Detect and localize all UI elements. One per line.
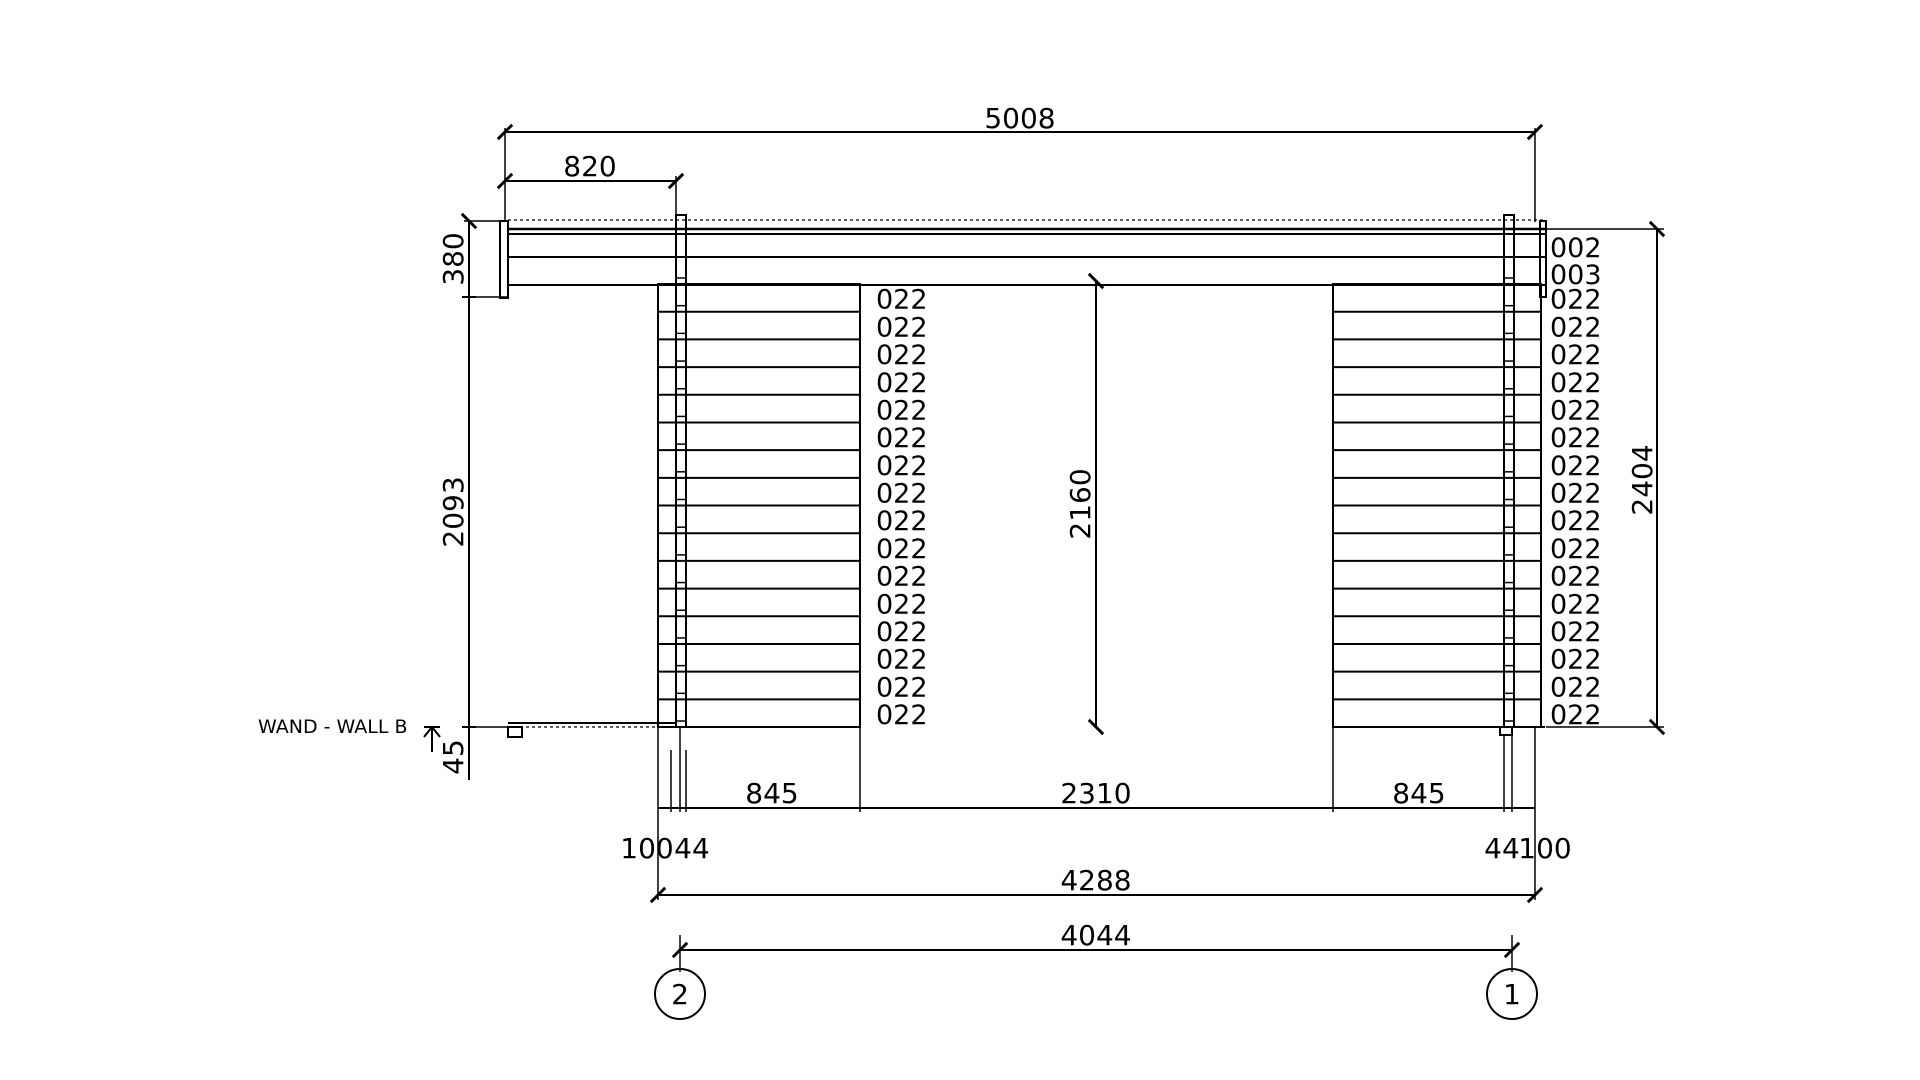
axis-left-text: 2 xyxy=(671,978,689,1011)
right-wall-panel xyxy=(1332,283,1542,728)
right-small-text: 100 xyxy=(1518,832,1571,865)
plank-label: 022 xyxy=(876,368,928,399)
left-overhang-dimension: 820 xyxy=(496,150,685,215)
post-width-labels: 100 44 44 100 xyxy=(620,832,1571,865)
axis-marker-right: 1 xyxy=(1486,968,1538,1020)
plank-label: 022 xyxy=(1550,700,1602,731)
axis-distance-text: 4044 xyxy=(1060,919,1131,952)
bottom-extension-lines xyxy=(657,727,1536,900)
plank-label: 022 xyxy=(1550,645,1602,676)
plank-label: 022 xyxy=(1550,395,1602,426)
overall-width-dimension: 5008 xyxy=(496,102,1544,222)
roof-structure xyxy=(499,219,1547,299)
plank-label: 022 xyxy=(1550,368,1602,399)
roof-plank-labels: 002 003 xyxy=(1550,233,1602,291)
right-plank-labels: 0220220220220220220220220220220220220220… xyxy=(1550,285,1602,731)
plank-label: 022 xyxy=(876,395,928,426)
left-overhang-text: 820 xyxy=(563,150,616,183)
left-panel-text: 845 xyxy=(745,777,798,810)
plank-label: 022 xyxy=(876,423,928,454)
opening-height-text: 2160 xyxy=(1064,468,1097,539)
plank-label: 022 xyxy=(876,312,928,343)
plank-label: 022 xyxy=(1550,451,1602,482)
plank-label: 022 xyxy=(876,700,928,731)
plank-label: 022 xyxy=(876,589,928,620)
right-post xyxy=(1499,214,1515,736)
base-offset-text: 45 xyxy=(437,739,470,775)
plank-label: 022 xyxy=(1550,617,1602,648)
plank-label: 022 xyxy=(876,645,928,676)
plank-label: 003 xyxy=(1550,260,1602,291)
plank-label: 022 xyxy=(1550,672,1602,703)
left-small-text: 100 xyxy=(620,832,673,865)
left-post-text: 44 xyxy=(674,832,710,865)
plank-label: 022 xyxy=(876,340,928,371)
plank-label: 022 xyxy=(1550,506,1602,537)
opening-height-dimension: 2160 xyxy=(1064,272,1105,736)
left-plank-labels: 0220220220220220220220220220220220220220… xyxy=(876,285,928,731)
plank-label: 022 xyxy=(876,672,928,703)
plank-label: 022 xyxy=(1550,285,1602,316)
plank-label: 022 xyxy=(876,506,928,537)
panel-width-dimensions: 845 2310 845 xyxy=(658,777,1535,810)
left-plank-lines xyxy=(658,310,860,701)
right-plank-lines xyxy=(1333,310,1541,701)
plank-label: 022 xyxy=(876,562,928,593)
plank-label: 022 xyxy=(1550,562,1602,593)
outer-width-text: 4288 xyxy=(1060,864,1131,897)
wall-height-text: 2093 xyxy=(437,476,470,547)
floor-line xyxy=(507,722,1545,738)
outer-width-dimension: 4288 xyxy=(649,864,1544,904)
plank-label: 022 xyxy=(876,479,928,510)
plank-label: 022 xyxy=(1550,534,1602,565)
plank-label: 022 xyxy=(1550,479,1602,510)
plank-label: 022 xyxy=(1550,423,1602,454)
right-panel-text: 845 xyxy=(1392,777,1445,810)
plank-label: 022 xyxy=(1550,589,1602,620)
plank-label: 022 xyxy=(1550,312,1602,343)
plank-label: 022 xyxy=(876,285,928,316)
plank-label: 022 xyxy=(876,534,928,565)
total-height-dimension: 2404 xyxy=(1546,220,1666,736)
axis-marker-left: 2 xyxy=(654,968,706,1020)
plank-label: 022 xyxy=(1550,340,1602,371)
axis-distance-dimension: 4044 xyxy=(671,919,1521,972)
plank-label: 022 xyxy=(876,617,928,648)
plank-label: 002 xyxy=(1550,233,1602,264)
plank-label: 022 xyxy=(876,451,928,482)
wall-label-text: WAND - WALL B xyxy=(258,716,408,738)
axis-right-text: 1 xyxy=(1503,978,1521,1011)
overall-width-text: 5008 xyxy=(984,102,1055,135)
right-post-text: 44 xyxy=(1484,832,1520,865)
wall-label: WAND - WALL B xyxy=(258,716,441,752)
left-post xyxy=(675,214,687,728)
left-vertical-dimensions: 380 2093 45 xyxy=(437,212,508,780)
opening-width-text: 2310 xyxy=(1060,777,1131,810)
total-height-text: 2404 xyxy=(1626,444,1659,515)
roof-height-text: 380 xyxy=(437,232,470,285)
left-wall-panel xyxy=(657,283,861,728)
